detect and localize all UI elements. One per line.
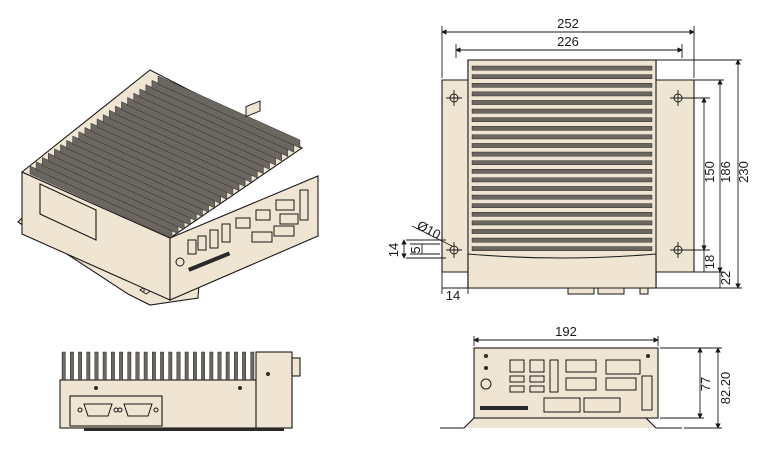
iso-side-slot	[39, 183, 97, 241]
dim-230: 230	[736, 161, 751, 183]
isometric-view	[17, 69, 319, 306]
fin	[184, 351, 189, 381]
fin	[471, 229, 653, 234]
fin	[471, 82, 653, 88]
side-serial-port	[77, 403, 119, 417]
fin	[471, 186, 653, 191]
fin	[86, 351, 91, 381]
fin	[168, 351, 173, 381]
dim-14-horizontal: 14	[446, 288, 460, 303]
fin	[157, 75, 301, 149]
dim-18: 18	[702, 255, 717, 269]
fin	[192, 351, 197, 381]
front-io-ports	[480, 354, 653, 413]
fin	[143, 351, 148, 381]
fin	[471, 134, 653, 140]
fin	[217, 351, 222, 381]
front-view: 192 77 82.20	[440, 324, 733, 429]
fin	[471, 125, 653, 131]
dim-192: 192	[555, 324, 577, 339]
fin	[127, 351, 132, 381]
iso-heatsink-fins	[29, 75, 301, 239]
dim-77: 77	[698, 377, 713, 391]
mount-hole-icon	[446, 90, 462, 106]
dim-252: 252	[557, 16, 579, 31]
top-io-edge	[467, 253, 657, 289]
fin	[78, 351, 83, 381]
side-serial-port	[117, 403, 159, 417]
iso-io-panel	[175, 189, 309, 272]
fin	[471, 220, 653, 226]
side-heatsink-fins	[61, 351, 255, 381]
mount-hole-icon	[446, 242, 462, 258]
dim-hole-diameter: Ø10	[415, 217, 444, 242]
side-view	[59, 351, 301, 431]
fin	[151, 351, 156, 381]
fin	[471, 91, 653, 97]
fin	[471, 194, 653, 200]
fin	[69, 351, 74, 381]
top-view: 252 226 150 186 230 18 22 14 5 Ø10	[386, 16, 751, 303]
fin	[225, 351, 230, 381]
fin	[471, 108, 653, 114]
fin	[135, 351, 140, 381]
fin	[471, 246, 653, 252]
fin	[471, 211, 653, 217]
fin	[102, 351, 107, 381]
dim-14-vertical: 14	[386, 243, 401, 257]
fin	[110, 351, 115, 381]
fin	[176, 351, 181, 381]
top-heatsink-fins	[471, 65, 653, 252]
fin	[471, 237, 653, 243]
fin	[471, 160, 653, 166]
fin	[471, 168, 653, 174]
fin	[201, 351, 205, 381]
fin	[94, 351, 99, 381]
dim-186: 186	[718, 161, 733, 183]
fin	[61, 351, 66, 381]
dim-5: 5	[408, 246, 423, 253]
fin	[471, 151, 653, 157]
fin	[209, 351, 214, 381]
fin	[250, 351, 255, 381]
dim-82-20: 82.20	[718, 372, 733, 405]
fin	[233, 351, 238, 381]
fin	[471, 100, 653, 105]
fin	[160, 351, 164, 381]
fin	[242, 351, 246, 381]
fin	[471, 117, 653, 122]
fin	[471, 65, 653, 71]
fin	[471, 143, 653, 148]
fin	[471, 74, 653, 79]
dim-150: 150	[702, 161, 717, 183]
fin	[471, 203, 653, 209]
dim-22: 22	[718, 271, 733, 285]
iso-port	[245, 100, 261, 118]
dim-226: 226	[557, 34, 579, 49]
fin	[119, 351, 124, 381]
fin	[471, 177, 653, 183]
